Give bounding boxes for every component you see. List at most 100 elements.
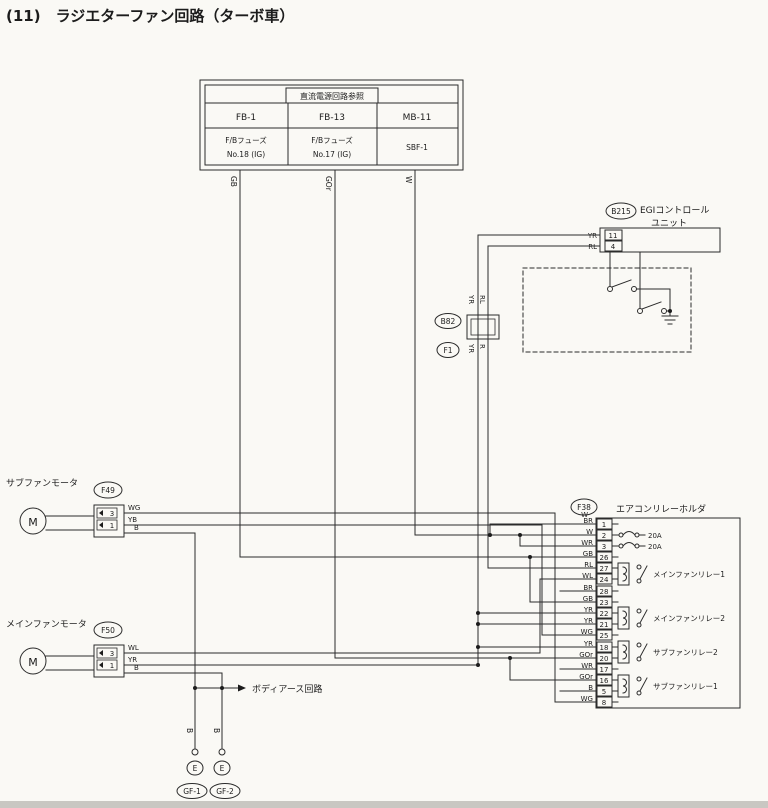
egi-pin-11: 11: [609, 232, 618, 240]
ground-terminal-icon: [191, 748, 199, 756]
wire-label-gb: GB: [229, 176, 238, 187]
svg-text:8: 8: [602, 699, 606, 707]
pin-arrow-icon: [99, 510, 103, 516]
badge-b215-label: B215: [611, 207, 631, 216]
svg-text:WR: WR: [581, 539, 593, 547]
ground-point-gf2: [209, 783, 241, 799]
fuse-desc-1b: No.18 (IG): [227, 150, 265, 159]
wire-color-wl: WL: [128, 644, 139, 652]
badge-b82-label: B82: [441, 317, 456, 326]
fuse-desc-3a: SBF-1: [406, 143, 428, 152]
svg-text:1: 1: [602, 521, 606, 529]
ground-section: ボディアース回路 B B E E GF-1 GF-2: [176, 683, 322, 799]
svg-text:26: 26: [600, 554, 609, 562]
svg-text:21: 21: [600, 621, 609, 629]
connector-badge-f49: [93, 481, 123, 499]
wire-color-b: B: [134, 524, 139, 532]
svg-text:18: 18: [600, 644, 609, 652]
svg-text:GB: GB: [583, 550, 593, 558]
body-earth-label: ボディアース回路: [252, 683, 322, 695]
connector-badge-f1: [436, 342, 460, 358]
wire-w: [414, 169, 597, 536]
fuse-box-id-1: FB-1: [236, 113, 256, 123]
svg-text:WG: WG: [581, 695, 593, 703]
svg-text:23: 23: [600, 599, 609, 607]
inline-connector-b82: B82 F1 YR RL YR R: [434, 294, 500, 358]
junction-dot: [518, 533, 522, 537]
svg-text:W: W: [586, 528, 593, 536]
ground-badge-e2: [213, 760, 231, 776]
inline-connector-inner: [470, 318, 496, 336]
junction-dot: [476, 645, 480, 649]
connector-badge-b215: [605, 202, 637, 220]
switch-icon: [607, 279, 671, 292]
connector-badge-f50: [93, 621, 123, 639]
relay-icon: メインファンリレー2: [617, 606, 725, 630]
badge-e-label: E: [193, 764, 198, 773]
arrow-right-icon: [238, 684, 246, 692]
egi-pin-box-11: [604, 229, 623, 241]
wire-wg: [123, 512, 597, 703]
switch-icon: [637, 301, 671, 314]
fan-connector-body: [93, 644, 125, 678]
wire-gor-branch-pin16: [509, 657, 597, 681]
ground-badge-e1: [186, 760, 204, 776]
egi-label-line2: ユニット: [651, 219, 687, 229]
ground-wire-label-1: B: [185, 728, 194, 733]
wire-color-yr: YR: [127, 656, 137, 664]
svg-text:16: 16: [600, 677, 609, 685]
pin-arrow-icon: [99, 522, 103, 528]
scan-edge-bottom: [0, 801, 768, 808]
pin-number: 3: [110, 650, 114, 658]
wire-label-yr-above: YR: [467, 294, 475, 304]
wire-color-w-top: W: [581, 511, 588, 519]
wire-gb-branch-pin23: [529, 556, 597, 603]
relay-icon: サブファンリレー1: [617, 674, 718, 698]
wire-yb: [123, 524, 597, 636]
dashed-enclosure: [522, 267, 692, 353]
sub-fan-label: サブファンモータ: [6, 477, 78, 489]
egi-connector-body: [599, 227, 721, 253]
svg-text:24: 24: [600, 576, 609, 584]
power-source-box: 直流電源回路参照 FB-1 FB-13 MB-11 F/Bフューズ No.18 …: [199, 79, 464, 171]
egi-pin-4: 4: [611, 243, 616, 251]
egi-internal-circuit: [522, 251, 692, 353]
motor-letter: M: [28, 516, 38, 529]
pin-number: 1: [110, 522, 114, 530]
ground-wire-label-2: B: [212, 728, 221, 733]
fuse-icon: 20A: [618, 542, 662, 551]
power-box-header: 直流電源回路参照: [300, 91, 364, 101]
badge-f38-label: F38: [577, 503, 591, 512]
badge-f50-label: F50: [101, 626, 115, 635]
wire-color-b: B: [134, 664, 139, 672]
junction-dot: [476, 611, 480, 615]
ground-label-gf1: GF-1: [183, 787, 201, 796]
svg-text:YR: YR: [583, 640, 593, 648]
ground-terminal-icon: [218, 748, 226, 756]
fuse-rating-1: 20A: [648, 532, 662, 540]
svg-text:BR: BR: [583, 517, 593, 525]
wire-gor: [334, 169, 597, 659]
junction-dot: [476, 622, 480, 626]
relay-label-sub-2: サブファンリレー2: [653, 647, 718, 657]
fuse-desc-2b: No.17 (IG): [313, 150, 351, 159]
svg-text:WR: WR: [581, 662, 593, 670]
relay-icon: メインファンリレー1: [617, 562, 725, 586]
svg-text:5: 5: [602, 688, 606, 696]
svg-text:22: 22: [600, 610, 609, 618]
fuse-desc-1a: F/Bフューズ: [225, 135, 267, 145]
wire-color-yb: YB: [127, 516, 137, 524]
svg-text:YR: YR: [583, 617, 593, 625]
junction-dot: [220, 686, 224, 690]
fuse-desc-2a: F/Bフューズ: [311, 135, 353, 145]
junction-dot: [488, 533, 492, 537]
wire-label-r-below: R: [478, 344, 486, 349]
svg-text:B: B: [588, 684, 593, 692]
connector-badge-f38: [570, 498, 598, 516]
relay-label-main-1: メインファンリレー1: [653, 570, 725, 579]
svg-text:GOr: GOr: [579, 651, 593, 659]
